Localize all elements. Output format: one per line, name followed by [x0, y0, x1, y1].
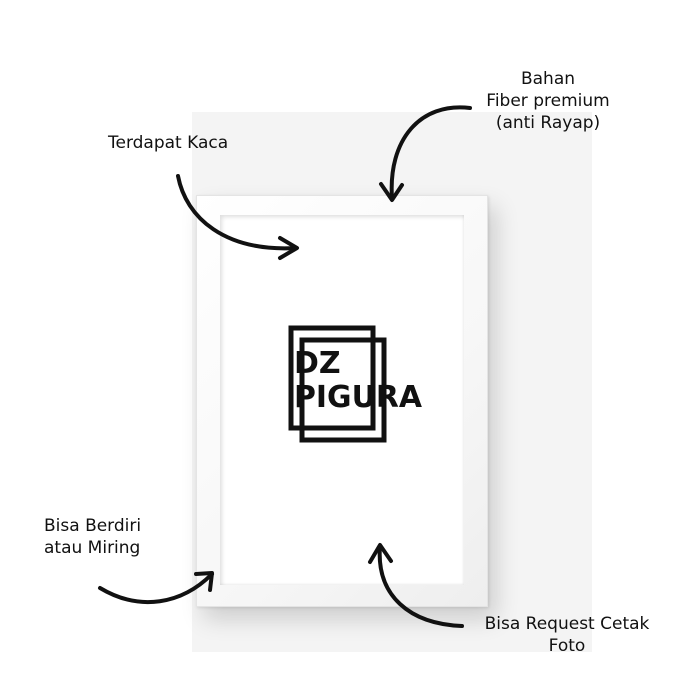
callout-print: Bisa Request Cetak Foto — [462, 613, 672, 657]
logo-text-pigura: PIGURA — [294, 380, 423, 415]
callout-stand-line1: Bisa Berdiri — [44, 516, 142, 536]
frame-glass-panel — [220, 215, 464, 585]
callout-stand: Bisa Berdiri atau Miring — [44, 515, 174, 559]
callout-glass: Terdapat Kaca — [108, 132, 228, 154]
callout-print-line2: Foto — [548, 636, 586, 656]
callout-material: Bahan Fiber premium (anti Rayap) — [460, 68, 636, 134]
callout-material-line1: Bahan — [520, 69, 576, 89]
callout-material-line2: Fiber premium — [486, 91, 610, 111]
callout-glass-text: Terdapat Kaca — [108, 133, 229, 153]
logo-mark: DZ PIGURA — [288, 325, 423, 443]
logo-text-dz: DZ — [294, 346, 341, 381]
callout-material-line3: (anti Rayap) — [495, 113, 601, 133]
dz-pigura-logo: DZ PIGURA — [288, 325, 428, 445]
callout-stand-line2: atau Miring — [44, 538, 141, 558]
callout-print-line1: Bisa Request Cetak — [484, 614, 650, 634]
